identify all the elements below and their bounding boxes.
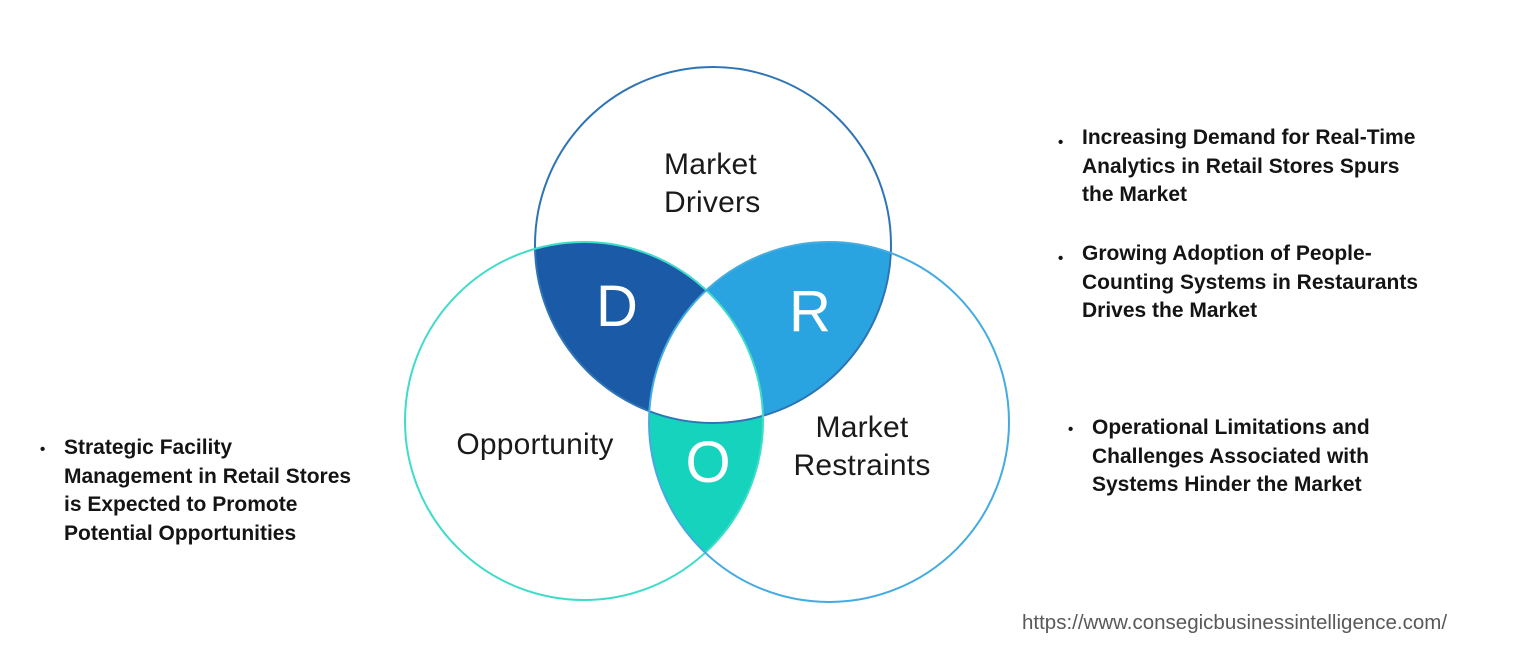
right-note-text: Growing Adoption of People- Counting Sys… — [1082, 242, 1419, 322]
right-note-text: Operational Limitations and Challenges A… — [1092, 416, 1370, 496]
bullet-icon: • — [1068, 421, 1074, 438]
source-url: https://www.consegicbusinessintelligence… — [1022, 611, 1448, 634]
right-note-item: • Growing Adoption of People- Counting S… — [1058, 240, 1466, 326]
bullet-icon: • — [40, 441, 46, 458]
right-note-item: • Operational Limitations and Challenges… — [1068, 414, 1476, 500]
drivers-circle-label: Market Drivers — [664, 148, 761, 219]
letter-r: R — [789, 279, 831, 344]
bullet-icon: • — [1058, 134, 1064, 151]
drivers-circle-outline — [534, 66, 892, 424]
right-note-text: Increasing Demand for Real-Time Analytic… — [1082, 126, 1416, 206]
left-note-item: • Strategic Facility Management in Retai… — [40, 434, 390, 548]
restraints-circle-label: Market Restraints — [793, 411, 931, 482]
left-note-text: Strategic Facility Management in Retail … — [64, 436, 352, 545]
letter-d: D — [596, 274, 638, 339]
letter-o: O — [685, 430, 731, 495]
opportunity-circle-outline — [404, 241, 764, 601]
bullet-icon: • — [1058, 250, 1064, 267]
opportunity-circle-label: Opportunity — [456, 428, 614, 461]
right-note-item: • Increasing Demand for Real-Time Analyt… — [1058, 124, 1466, 210]
restraints-circle-outline — [648, 241, 1010, 603]
